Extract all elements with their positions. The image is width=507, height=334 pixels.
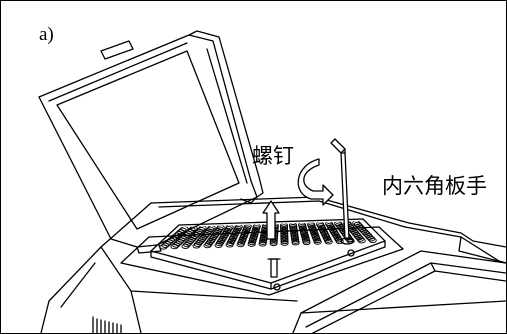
hex-wrench-callout: 内六角板手 (382, 174, 487, 198)
well (192, 243, 201, 249)
well (280, 225, 289, 232)
well (324, 239, 333, 245)
well (368, 237, 377, 244)
well (214, 242, 223, 248)
well (181, 243, 190, 249)
well (280, 240, 289, 246)
well (203, 242, 212, 249)
well (335, 238, 344, 245)
well (280, 237, 289, 243)
well (225, 242, 234, 248)
hex-wrench (330, 138, 354, 245)
well (269, 240, 278, 247)
panel-label: a) (39, 24, 54, 45)
upward-arrow-icon (262, 200, 280, 240)
well (269, 239, 278, 245)
well (236, 241, 245, 248)
sample-block (120, 218, 404, 296)
well (247, 241, 256, 247)
well (280, 238, 289, 245)
well (302, 239, 311, 246)
device-lid (38, 30, 264, 254)
well (357, 238, 366, 244)
device-base (40, 196, 506, 333)
well (280, 229, 289, 235)
well-grid (159, 221, 377, 250)
well (313, 239, 322, 245)
well (170, 243, 179, 250)
well (280, 235, 289, 241)
well (291, 240, 300, 246)
screw-callout: 螺钉 (252, 144, 294, 168)
well (280, 227, 289, 233)
well (258, 241, 267, 247)
curved-rotation-arrow-icon (297, 158, 334, 206)
